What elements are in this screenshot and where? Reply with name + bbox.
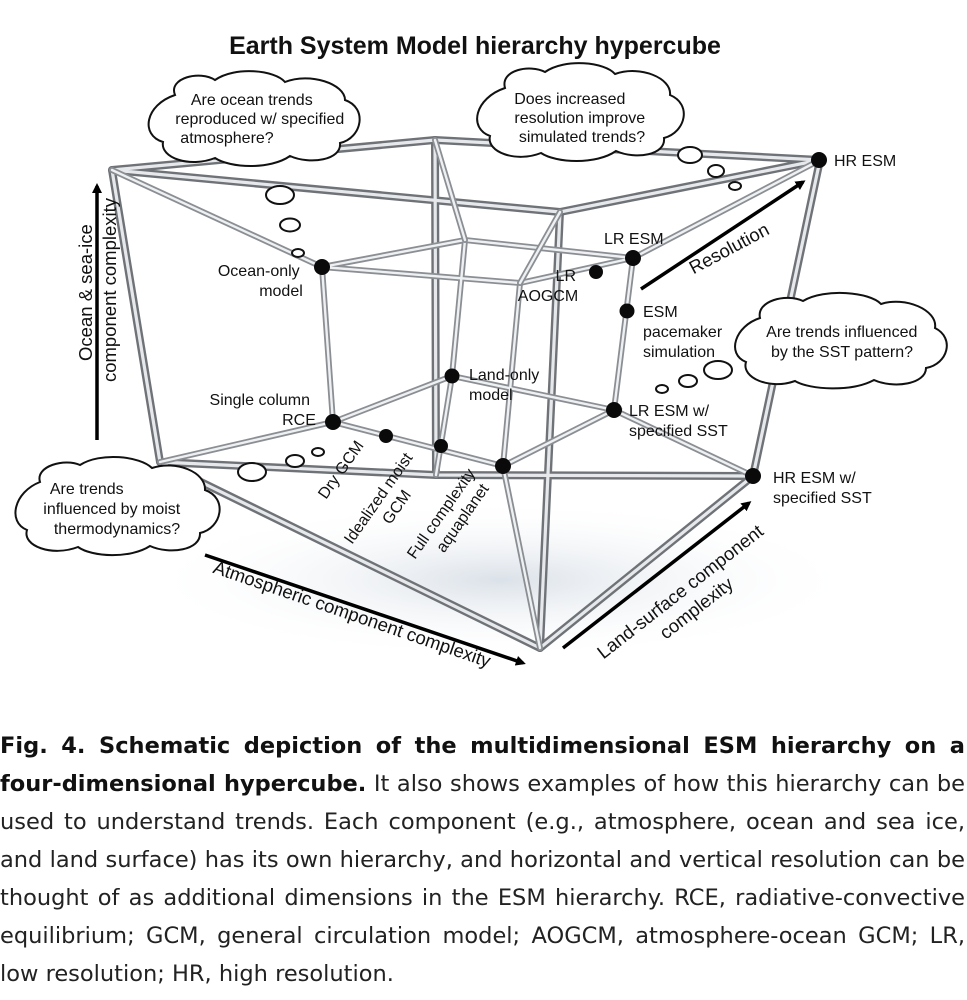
atmosphere-axis-arrow — [204, 553, 526, 666]
cloud-sst-pattern: Are trends influenced by the SST pattern… — [734, 291, 948, 390]
thought-bubbles — [237, 146, 742, 482]
node-lr-aogcm — [589, 265, 603, 279]
node-dots — [314, 152, 827, 484]
connecting-rods — [109, 137, 823, 651]
svg-text:Are trends influenced by: Are trends influenced by the SST pattern… — [766, 324, 922, 361]
label-lr-esm-sst: LR ESM w/ specified SST — [629, 403, 728, 440]
axis-arrows — [92, 180, 806, 666]
cloud-ocean-trends: Are ocean trends reproduced w/ specified… — [147, 70, 361, 167]
label-hr-esm: HR ESM — [834, 153, 896, 170]
caption-bold: Fig. 4. Schematic depiction of the multi… — [0, 733, 965, 797]
label-hr-esm-sst: HR ESM w/ specified SST — [773, 470, 872, 507]
node-lr-esm — [625, 250, 641, 266]
caption-body: It also shows examples of how this hiera… — [0, 771, 966, 987]
node-land-only — [444, 368, 460, 384]
node-esm-pacemaker — [619, 303, 635, 319]
label-lr-aogcm: LR AOGCM — [518, 268, 581, 305]
node-lr-esm-sst — [606, 402, 622, 418]
label-lr-esm: LR ESM — [604, 231, 664, 248]
node-idealized-moist — [434, 439, 448, 453]
node-hr-esm — [811, 152, 827, 168]
label-single-column: Single column RCE — [210, 392, 316, 429]
figure-caption: Fig. 4. Schematic depiction of the multi… — [0, 727, 965, 993]
resolution-axis-label: Resolution — [685, 218, 772, 278]
node-ocean-only — [314, 259, 330, 275]
node-hr-esm-sst — [745, 468, 761, 484]
land-axis-arrow — [561, 501, 752, 650]
svg-text:Are ocean trends reprodu: Are ocean trends reproduced w/ specified… — [175, 92, 348, 147]
vertical-axis-label: Ocean & sea-ice component complexity — [75, 197, 120, 382]
inner-cube — [319, 236, 636, 470]
cloud-moist-thermodynamics: Are trends influenced by moist thermodyn… — [14, 455, 221, 557]
cloud-resolution: Does increased resolution improve simula… — [476, 62, 685, 162]
resolution-axis-arrow — [640, 180, 806, 291]
node-full-complexity — [495, 458, 511, 474]
label-land-only: Land-only model — [469, 367, 544, 404]
node-single-column — [325, 414, 341, 430]
hypercube-figure: Earth System Model hierarchy hypercube O… — [14, 32, 948, 672]
svg-text:Does increased resolutio: Does increased resolution improve simula… — [514, 91, 649, 146]
node-dry-gcm — [379, 429, 393, 443]
svg-text:Are trends influenced by: Are trends influenced by moist thermodyn… — [43, 481, 184, 538]
label-esm-pacemaker: ESM pacemaker simulation — [643, 304, 727, 361]
figure-title: Earth System Model hierarchy hypercube — [229, 32, 721, 60]
label-ocean-only: Ocean-only model — [218, 263, 304, 300]
